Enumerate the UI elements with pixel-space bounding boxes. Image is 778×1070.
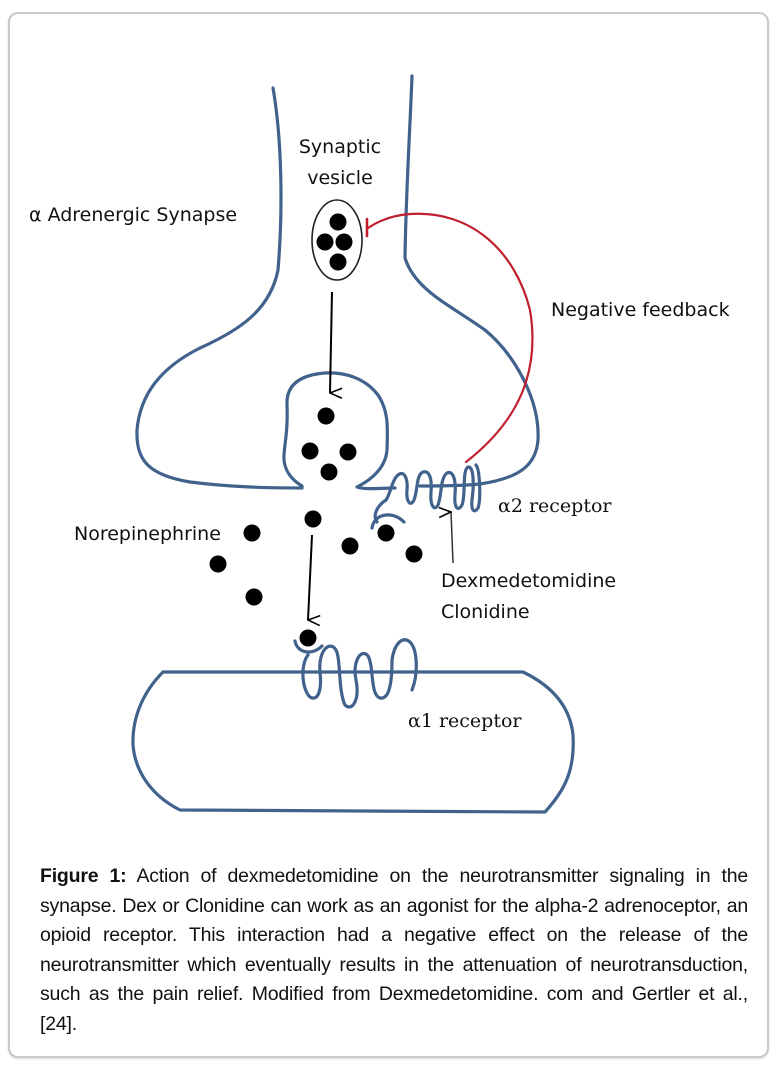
norepinephrine-molecule xyxy=(304,510,322,528)
figure-caption-label: Figure 1: xyxy=(40,865,127,887)
presynaptic-membrane-right xyxy=(403,74,540,488)
vesicle-molecule xyxy=(329,213,347,231)
binding-arrow xyxy=(308,534,312,620)
alpha2-receptor xyxy=(373,465,480,524)
alpha2-binding-cup xyxy=(370,513,406,530)
vesicle-molecule xyxy=(316,233,334,251)
dexmedetomidine-label: Dexmedetomidine xyxy=(441,570,616,592)
alpha1-receptor-label: α1 receptor xyxy=(408,710,522,732)
negative-feedback-arc xyxy=(366,212,534,464)
release-arrow xyxy=(330,291,332,393)
clonidine-label: Clonidine xyxy=(441,601,530,623)
diagram-title: α Adrenergic Synapse xyxy=(29,204,237,226)
presynaptic-membrane-left xyxy=(135,86,380,490)
postsynaptic-membrane xyxy=(131,670,575,814)
alpha2-receptor-label: α2 receptor xyxy=(498,495,612,517)
norepinephrine-molecule xyxy=(339,443,357,461)
norepinephrine-molecule xyxy=(245,588,263,606)
norepinephrine-molecule xyxy=(209,555,227,573)
norepinephrine-molecule xyxy=(243,524,261,542)
norepinephrine-molecule xyxy=(317,407,335,425)
norepinephrine-molecule xyxy=(377,524,395,542)
norepinephrine-molecule xyxy=(301,442,319,460)
alpha1-binding-cup xyxy=(293,639,324,654)
figure-caption: Figure 1: Action of dexmedetomidine on t… xyxy=(40,862,748,1039)
synapse-diagram: α Adrenergic Synapse Synaptic vesicle Ne… xyxy=(29,74,730,814)
presynaptic-bouton-right xyxy=(355,393,397,491)
norepinephrine-label: Norepinephrine xyxy=(74,523,221,545)
figure-caption-text: Action of dexmedetomidine on the neurotr… xyxy=(40,865,748,1035)
norepinephrine-molecule xyxy=(320,463,338,481)
bound-molecule xyxy=(299,629,317,647)
vesicle-molecule xyxy=(329,253,347,271)
alpha2-receptor-tail xyxy=(474,463,482,510)
vesicle-molecule xyxy=(335,233,353,251)
alpha1-receptor xyxy=(301,638,418,709)
norepinephrine-molecule xyxy=(341,537,359,555)
synaptic-vesicle-label-line2: vesicle xyxy=(307,167,373,189)
synaptic-vesicle-label-line1: Synaptic xyxy=(299,136,381,158)
norepinephrine-molecule xyxy=(405,545,423,563)
dexmedetomidine-arrow xyxy=(451,512,454,564)
negative-feedback-label: Negative feedback xyxy=(551,299,730,321)
